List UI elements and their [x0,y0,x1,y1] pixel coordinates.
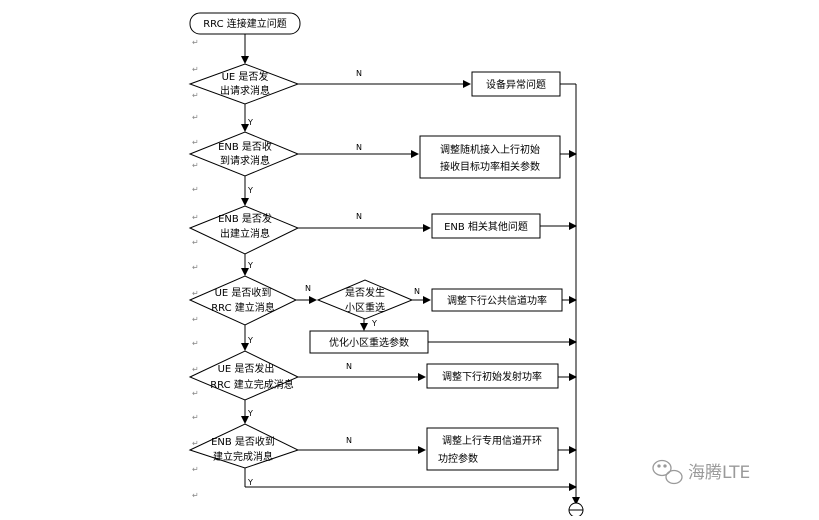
result-r6-line1: 调整下行初始发射功率 [442,370,542,383]
decision-d2: ENB 是否收 到请求消息 [188,131,300,177]
edge-label-n3: N [356,212,362,221]
result-r1: 设备异常问题 [471,71,561,97]
paragraph-mark: ↵ [192,263,199,272]
result-r2-line1: 调整随机接入上行初始 [440,143,540,156]
paragraph-mark: ↵ [192,65,199,74]
decision-d4b: 是否发生 小区重选 [316,279,414,320]
result-r1-line1: 设备异常问题 [486,78,546,91]
paragraph-mark: ↵ [192,289,199,298]
result-r4: 调整下行公共信道功率 [431,288,563,312]
decision-d6-line1: ENB 是否收到 [211,435,275,448]
paragraph-mark: ↵ [192,38,199,47]
paragraph-marks: ↵ ↵ ↵ ↵ ↵ ↵ ↵ ↵ ↵ ↵ ↵ ↵ ↵ ↵ ↵ ↵ ↵ ↵ ↵ [192,38,199,500]
paragraph-mark: ↵ [192,491,199,500]
paragraph-mark: ↵ [192,339,199,348]
result-r4-line1: 调整下行公共信道功率 [447,294,547,307]
edge-label-n2: N [356,143,362,152]
paragraph-mark: ↵ [192,161,199,170]
decision-d1-line1: UE 是否发 [222,70,269,83]
decision-d5-line2: RRC 建立完成消息 [210,378,294,391]
start-node: RRC 连接建立问题 [189,12,301,35]
paragraph-mark: ↵ [192,315,199,324]
decision-d4-line2: RRC 建立消息 [211,301,275,314]
edge-label-n4: N [305,284,311,293]
decision-d1: UE 是否发 出请求消息 [188,63,300,105]
edge-label-n7: N [346,436,352,445]
wechat-icon [652,459,683,485]
paragraph-mark: ↵ [192,389,199,398]
edge-label-y2: Y [247,186,253,195]
edge-label-y5: Y [247,336,253,345]
decision-d3-line2: 出建立消息 [220,227,270,240]
edge-label-n1: N [356,69,362,78]
watermark: 海腾LTE [652,459,750,485]
watermark-text: 海腾LTE [688,463,750,483]
paragraph-mark: ↵ [192,185,199,194]
edge-label-y3: Y [247,261,253,270]
decision-d3: ENB 是否发 出建立消息 [188,205,300,255]
result-r5: 优化小区重选参数 [309,330,429,354]
result-r7-line2: 功控参数 [438,452,478,465]
paragraph-mark: ↵ [192,465,199,474]
result-r2: 调整随机接入上行初始 接收目标功率相关参数 [419,135,561,179]
paragraph-mark: ↵ [192,113,199,122]
edge-label-y4: Y [371,319,377,328]
decision-d1-line2: 出请求消息 [220,84,270,97]
decision-d4b-line1: 是否发生 [345,286,385,299]
edge-label-n5: N [414,287,420,296]
paragraph-mark: ↵ [192,91,199,100]
paragraph-mark: ↵ [192,413,199,422]
result-r3: ENB 相关其他问题 [431,213,541,239]
decision-d6-line2: 建立完成消息 [213,450,273,463]
paragraph-mark: ↵ [192,365,199,374]
decision-d5-line1: UE 是否发出 [218,362,275,375]
decision-d6: ENB 是否收到 建立完成消息 [188,423,300,469]
paragraph-mark: ↵ [192,213,199,222]
edge-label-y6: Y [247,409,253,418]
decision-d3-line1: ENB 是否发 [218,212,272,225]
result-r5-line1: 优化小区重选参数 [329,336,409,349]
decision-d2-line2: 到请求消息 [220,154,270,167]
result-r7: 调整上行专用信道开环 功控参数 [426,427,559,471]
edge-label-y1: Y [247,118,253,127]
result-r7-line1: 调整上行专用信道开环 [442,434,542,447]
decision-d5: UE 是否发出 RRC 建立完成消息 [188,350,300,401]
decision-d4-line1: UE 是否收到 [215,286,272,299]
paragraph-mark: ↵ [192,238,199,247]
decision-d4b-line2: 小区重选 [345,301,385,314]
result-r6: 调整下行初始发射功率 [426,363,559,389]
decision-d2-line1: ENB 是否收 [218,140,272,153]
result-r2-line2: 接收目标功率相关参数 [440,160,540,173]
paragraph-mark: ↵ [192,138,199,147]
edge-label-n6: N [346,362,352,371]
paragraph-mark: ↵ [192,439,199,448]
end-terminator [568,502,584,518]
result-r3-line1: ENB 相关其他问题 [444,220,528,233]
edge-labels: N N N N N N N Y Y Y Y Y Y Y [247,69,420,487]
start-label: RRC 连接建立问题 [203,17,287,30]
edge-label-y7: Y [247,478,253,487]
decision-d4: UE 是否收到 RRC 建立消息 [188,275,298,326]
no-branch-lines [296,80,577,454]
